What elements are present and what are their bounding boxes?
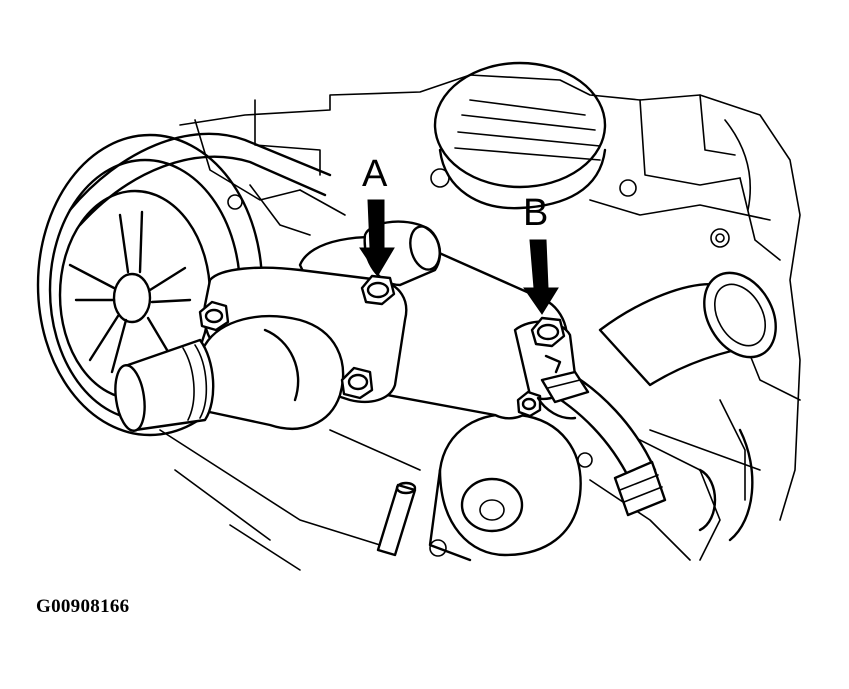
- oil-filler-cap: [433, 61, 607, 210]
- hose-clamp: [536, 354, 590, 420]
- callout-b-label: B: [523, 192, 548, 234]
- figure-id: G00908166: [36, 596, 130, 617]
- flange-bolt-lower: [340, 366, 374, 400]
- callout-a-arrow: [359, 199, 395, 276]
- drive-belt: [68, 132, 332, 227]
- flange-bolt-upper-left: [198, 300, 230, 332]
- callout-a-label: A: [362, 153, 388, 195]
- water-pump-housing: [376, 413, 593, 562]
- callout-b: B: [523, 192, 559, 315]
- bolt-a: [360, 274, 396, 306]
- engine-block-outline: [159, 74, 801, 571]
- bolt-b: [530, 316, 566, 348]
- radiator-hose-pipe: [598, 271, 777, 542]
- water-inlet-housing: [114, 220, 590, 432]
- flange-bolt-right-lower: [516, 390, 542, 418]
- callout-b-arrow: [523, 239, 559, 315]
- callout-a: A: [359, 153, 395, 276]
